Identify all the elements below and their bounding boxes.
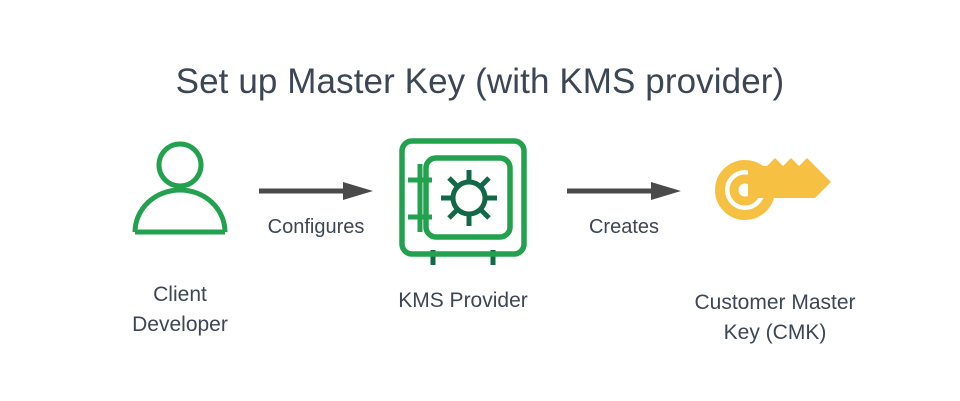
- node-client-developer: Client Developer: [80, 138, 280, 340]
- edge-configures: Configures: [252, 180, 380, 239]
- arrow-right-icon: [567, 182, 681, 200]
- person-icon-wrapper: [120, 138, 240, 238]
- node-kms-provider-label: KMS Provider: [398, 289, 528, 312]
- edge-creates: Creates: [560, 180, 688, 239]
- safe-vault-icon: [399, 138, 527, 265]
- arrow-right-icon: [259, 182, 373, 200]
- node-customer-master-key: Customer Master Key (CMK): [665, 150, 885, 348]
- key-icon-wrapper: [705, 150, 845, 238]
- node-customer-master-key-label: Customer Master Key (CMK): [694, 291, 856, 344]
- edge-creates-label: Creates: [588, 216, 660, 238]
- node-client-developer-label: Client Developer: [132, 283, 228, 336]
- safe-vault-icon-wrapper: [393, 132, 533, 272]
- key-icon: [715, 158, 831, 220]
- node-kms-provider: KMS Provider: [363, 132, 563, 316]
- diagram-title: Set up Master Key (with KMS provider): [175, 62, 785, 101]
- edge-configures-label: Configures: [267, 216, 365, 238]
- person-icon: [132, 141, 228, 235]
